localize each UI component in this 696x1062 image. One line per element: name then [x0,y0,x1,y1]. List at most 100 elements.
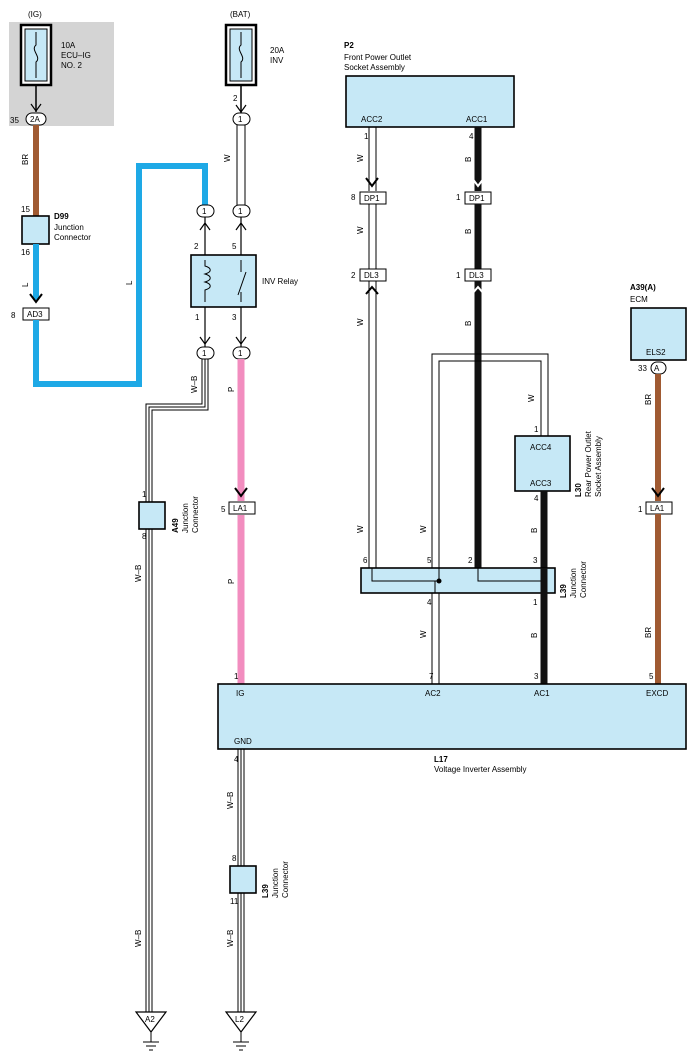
wire-label-br-ecm: BR [644,394,653,405]
l30-name-2: Socket Assembly [594,436,603,497]
a49-id: A49 [171,518,180,533]
ground-a2-label: A2 [145,1015,155,1024]
la1-center-terminal-icon [234,487,248,498]
l39-low-junction-connector [229,865,257,894]
d99-name-2: Connector [54,233,91,242]
inv-relay-label: INV Relay [262,277,298,286]
a49-junction-connector [138,501,166,530]
p2-terminal-acc2: ACC2 [361,115,383,124]
bat-fuse-name: INV [270,56,284,65]
la1-center-connector [228,501,256,515]
p2-name-1: Front Power Outlet [344,53,412,62]
l17-name: Voltage Inverter Assembly [434,765,527,774]
dp1-left-terminal-icon [365,177,379,188]
dl3-right-pin: 1 [456,271,461,280]
l30-id: L30 [574,483,583,497]
ad3-terminal-icon [29,293,43,304]
p2-pin-1: 1 [364,132,369,141]
wire-wb-a49-c [151,359,209,1012]
p2-pin-4: 4 [469,132,474,141]
ig-fuse-rating: 10A [61,41,76,50]
l17-terminal-ig: IG [236,689,244,698]
ecm-pin: 33 [638,364,647,373]
ig-fuse-body [24,28,48,82]
p2-name-2: Socket Assembly [344,63,405,72]
dl3-left-connector [359,268,387,282]
ad3-pin: 8 [11,311,16,320]
dl3-left-label: DL3 [364,271,379,280]
relay-coil-icon [203,260,211,302]
ecm-name: ECM [630,295,648,304]
wire-l-ad3-relay [33,163,208,387]
l17-pin-ig: 1 [234,672,239,681]
l17-pin-ac2: 7 [429,672,434,681]
wire-w-loop-inner [438,360,542,568]
ig-male-terminal-icon [30,103,42,113]
relay-out-connector-a-label: 1 [202,349,207,358]
dl3-right-label: DL3 [469,271,484,280]
bat-fuse-element-icon [238,32,244,78]
wire-label-wb-gnd: W–B [226,792,235,809]
wire-label-w-dp1: W [356,226,365,234]
l39-mid-pin-4: 4 [427,598,432,607]
ground-l2-symbol-icon [224,1011,258,1033]
relay-out-male-b-icon [235,336,247,346]
l39-mid-pin-5: 5 [427,556,432,565]
p2-id: P2 [344,41,354,50]
relay-pin-5: 5 [232,242,237,251]
relay-in-connector-a-label: 1 [202,207,207,216]
wire-label-l-d99: L [21,282,30,287]
wire-label-br-ig: BR [21,154,30,165]
wire-wb-a49-b [148,359,206,1012]
d99-pin-top: 15 [21,205,30,214]
l17-voltage-inverter-assembly [217,683,687,750]
l39-mid-pin-2: 2 [468,556,473,565]
l39-mid-name-1: Junction [569,568,578,598]
ecm-id: A39(A) [630,283,656,292]
l17-pin-gnd: 4 [234,755,239,764]
l17-pin-ac1: 3 [534,672,539,681]
ig-source-label: (IG) [28,10,42,19]
l39-low-pin-top: 8 [232,854,237,863]
l17-terminal-ac2: AC2 [425,689,441,698]
bat-fuse-rating: 20A [270,46,285,55]
bat-male-terminal-icon [235,104,247,114]
ecm-connector-label: A [654,364,660,373]
wire-label-l-loop: L [125,280,134,285]
ground-l2-label: L2 [235,1015,244,1024]
relay-pin-3: 3 [232,313,237,322]
l39-low-id: L39 [261,884,270,898]
p2-terminal-acc1: ACC1 [466,115,488,124]
l30-rear-power-outlet [514,435,571,492]
relay-in-connector-b-label: 1 [238,207,243,216]
relay-pin-1: 1 [195,313,200,322]
a49-name-1: Junction [181,503,190,533]
ecm-terminal-els2: ELS2 [646,348,666,357]
wire-label-wb-a49-lower: W–B [134,565,143,582]
ig-fuse-name-2: NO. 2 [61,61,82,70]
bat-connector [232,112,251,126]
p2-front-power-outlet [345,75,515,128]
wire-label-w-bat: W [223,154,232,162]
wire-wb-a49-a [145,359,203,1012]
wire-label-w-dl3: W [356,318,365,326]
l17-terminal-gnd: GND [234,737,252,746]
wire-label-w-l39-mid: W [419,525,428,533]
wire-label-b-acc3: B [530,528,539,533]
d99-id: D99 [54,212,69,221]
wire-label-w-l39-left: W [356,525,365,533]
a49-pin-top: 1 [142,490,147,499]
relay-switch-icon [237,260,247,302]
dp1-left-connector [359,191,387,205]
wire-label-w-acc4: W [527,394,536,402]
wire-label-b-dl3: B [464,321,473,326]
l39-low-name-2: Connector [281,861,290,898]
l17-terminal-ac1: AC1 [534,689,550,698]
wire-label-w-acc2: W [356,154,365,162]
l39-low-name-1: Junction [271,868,280,898]
wire-w-loop-outer [431,353,549,568]
dp1-left-label: DP1 [364,194,380,203]
d99-pin-bottom: 16 [21,248,30,257]
ig-fuse-name-1: ECU–IG [61,51,91,60]
